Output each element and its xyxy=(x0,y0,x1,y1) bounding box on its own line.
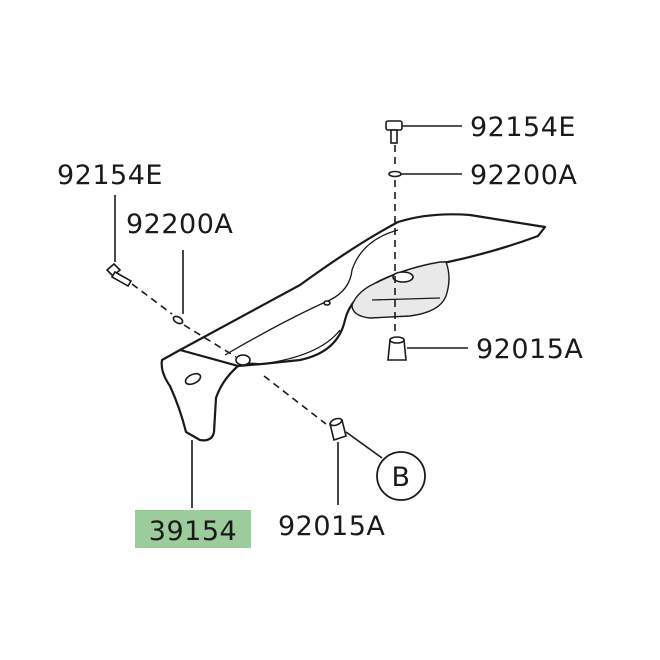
mount-hole xyxy=(235,354,251,366)
left-bolt-92154E xyxy=(105,262,133,288)
part-number-main: 39154 xyxy=(149,516,237,547)
bottom-nut-92015A xyxy=(329,417,347,442)
right-bolt-92154E xyxy=(385,120,403,144)
right-washer-92200A xyxy=(388,170,402,178)
part-number-nut-bottom: 92015A xyxy=(278,511,385,542)
right-nut-92015A xyxy=(387,336,407,361)
part-number-bolt-left: 92154E xyxy=(57,160,163,191)
main-part-highlight xyxy=(135,510,251,548)
part-number-bolt-right: 92154E xyxy=(470,112,576,143)
small-hole xyxy=(323,300,331,306)
block-hole xyxy=(392,271,414,283)
part-number-washer-left: 92200A xyxy=(126,209,233,240)
slot-hole xyxy=(184,372,202,386)
reference-label: B xyxy=(391,462,410,493)
part-number-washer-right: 92200A xyxy=(470,160,577,191)
part-number-nut-right: 92015A xyxy=(476,334,583,365)
left-washer-92200A xyxy=(172,315,184,325)
guard-bracket-part xyxy=(160,213,547,442)
reference-circle-b: B xyxy=(376,451,426,501)
bracket-block xyxy=(351,261,450,319)
